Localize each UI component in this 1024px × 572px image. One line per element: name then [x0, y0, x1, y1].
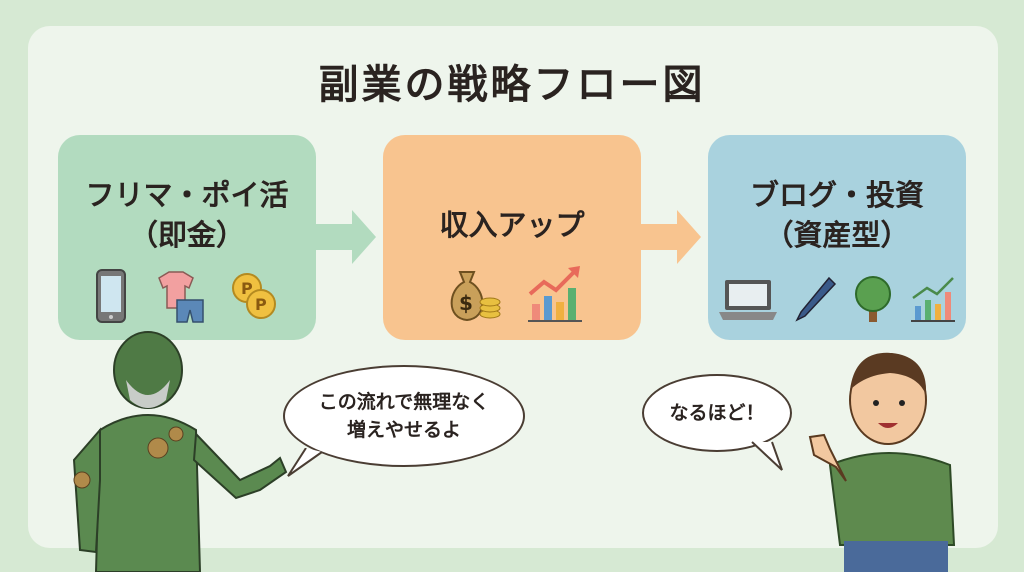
points-coins-icon: PP [232, 273, 276, 319]
step-subtitle: （即金） [128, 218, 245, 252]
step-subtitle: （資産型） [764, 218, 910, 252]
arrow-right-icon [316, 210, 376, 264]
smartphone-icon [96, 269, 126, 323]
bubble-text-line1: この流れで無理なく [318, 391, 490, 413]
growth-chart-icon [528, 266, 582, 322]
step-income-up: 収入アップ $ [383, 135, 641, 340]
step-title: ブログ・投資 [749, 178, 924, 212]
bubble-text-line2: 増えやせるよ [346, 419, 461, 441]
svg-text:P: P [241, 279, 253, 298]
bubble-text: なるほど！ [669, 402, 765, 424]
svg-text:$: $ [459, 291, 473, 315]
money-bag-icon: $ [450, 271, 501, 322]
green-robot-hero-character [72, 331, 288, 572]
step-blog-investment: ブログ・投資 （資産型） [708, 135, 966, 340]
bubble-tail [751, 441, 783, 471]
young-man-character [808, 352, 956, 572]
bubble-tail [287, 448, 323, 477]
svg-text:P: P [255, 295, 267, 314]
pen-icon [795, 276, 837, 322]
arrow-right-icon [641, 210, 701, 264]
chart-icon [911, 277, 955, 322]
step-title: 収入アップ [439, 208, 585, 242]
step-title: フリマ・ポイ活 [85, 178, 289, 212]
speech-bubble-robot: この流れで無理なく増えやせるよ [283, 365, 525, 467]
speech-bubble-man: なるほど！ [642, 374, 792, 452]
clothes-icon [158, 271, 204, 323]
tree-icon [855, 276, 891, 322]
page-title: 副業の戦略フロー図 [318, 62, 706, 108]
laptop-icon [719, 280, 777, 320]
